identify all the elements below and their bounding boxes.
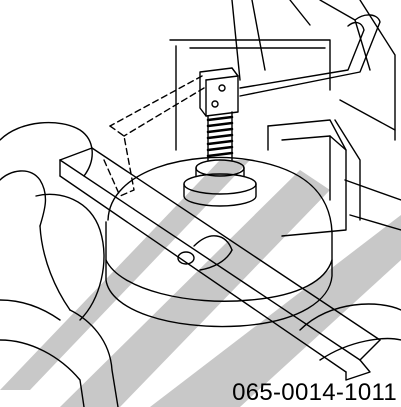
shadow-band-right [150,215,401,407]
threaded-screw [206,111,234,161]
round-base [105,156,333,328]
shadow-band-middle [60,170,330,407]
figure-reference-code: 065-0014-1011 [232,379,397,406]
shadow-bands [0,160,401,407]
lever-handle [239,14,381,97]
shadow-band-left [0,160,250,390]
foreground-curve [299,303,401,361]
bar-bolt [177,235,233,271]
clamp-nut [199,67,239,117]
hidden-lines [103,75,205,197]
screw-base-pad [183,159,257,207]
frame-bracket [169,0,401,231]
hand [0,121,119,407]
long-bar [59,147,381,381]
side-block [267,119,347,237]
